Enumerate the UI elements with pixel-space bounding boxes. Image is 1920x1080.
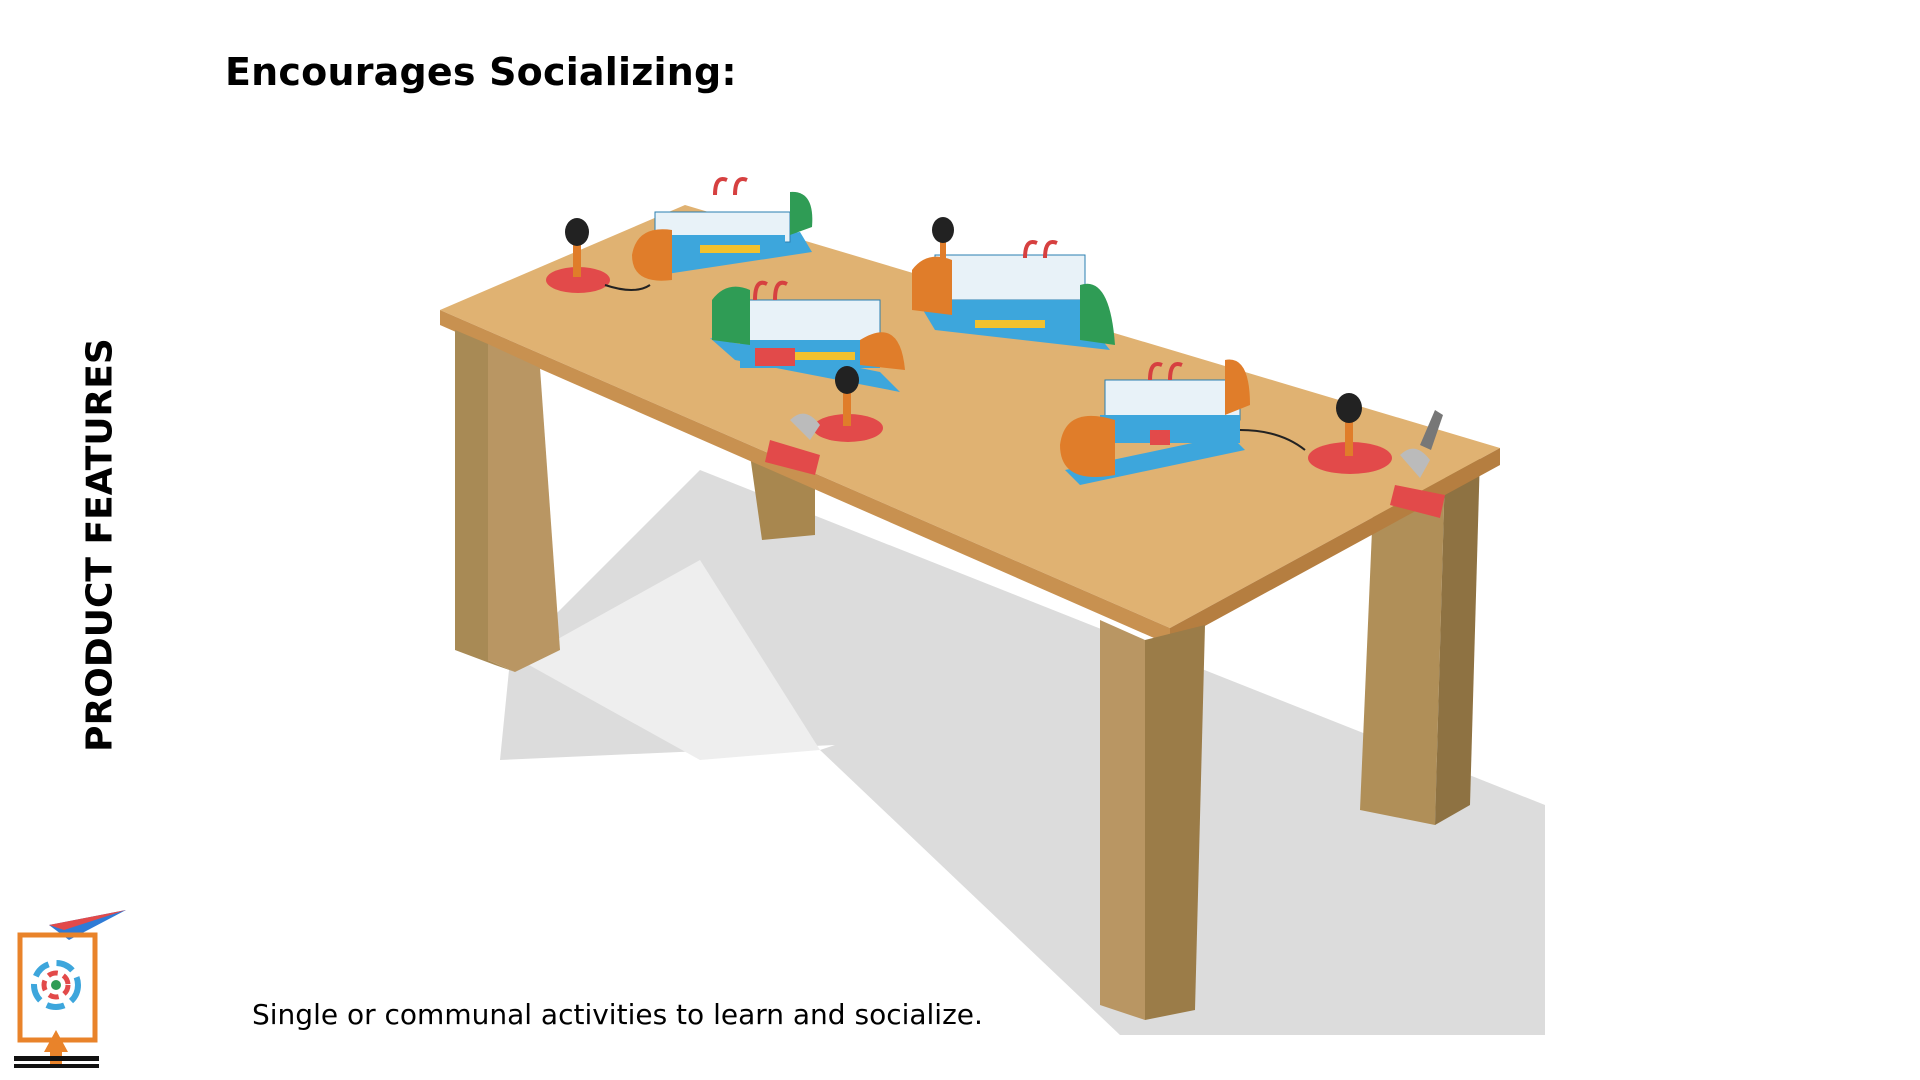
joystick-1: [546, 218, 610, 293]
joystick-3: [932, 217, 954, 270]
brand-logo-icon: [14, 910, 126, 1068]
table-leg-front-right: [1100, 620, 1145, 1020]
table-leg-back-right-side: [1435, 455, 1480, 825]
joystick-2: [765, 366, 883, 475]
table-leg-front-left: [455, 330, 515, 672]
table-leg-front-right-face: [1145, 625, 1205, 1020]
learning-device-1: [632, 177, 813, 281]
slide-caption: Single or communal activities to learn a…: [252, 998, 983, 1031]
learning-device-3: [912, 240, 1115, 350]
table-leg-back-right: [1360, 460, 1445, 825]
slide-title: Encourages Socializing:: [225, 50, 737, 94]
joystick-4: [1308, 393, 1445, 518]
table-leg-front-left-face: [488, 344, 560, 672]
table-shadow-light: [520, 560, 820, 760]
tabletop: [440, 205, 1500, 628]
cable-3: [1239, 429, 1306, 451]
table-shadow: [500, 470, 1545, 1035]
tabletop-edge-front: [440, 310, 1170, 645]
learning-device-4: [1060, 359, 1250, 485]
cable-1: [604, 284, 651, 291]
